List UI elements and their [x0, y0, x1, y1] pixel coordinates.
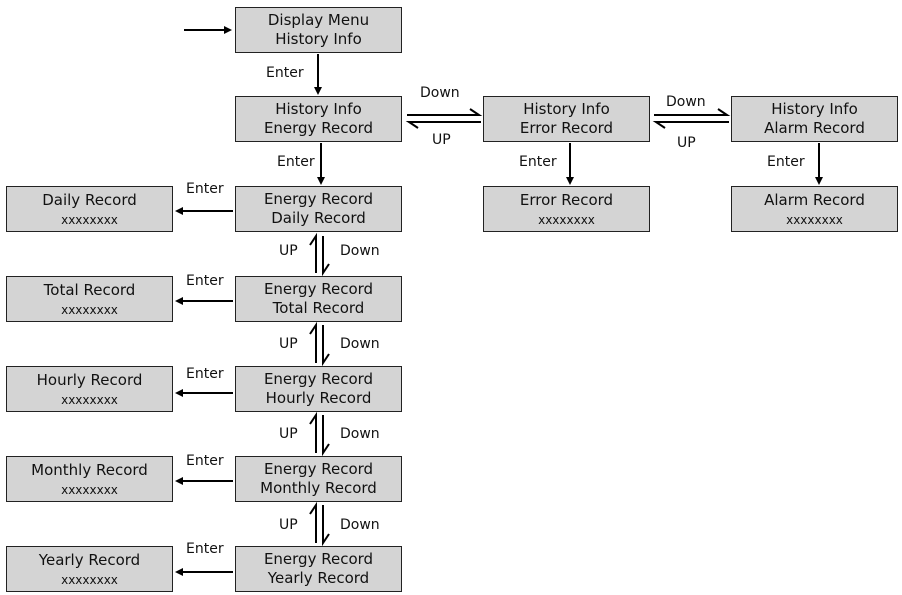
enter-label: Enter — [186, 541, 224, 557]
double-arrow-total-hourly — [309, 321, 330, 367]
double-arrow-hourly-monthly — [309, 411, 330, 457]
double-arrow-monthly-yearly — [309, 501, 330, 547]
down-label: Down — [340, 517, 380, 533]
node-display-menu: Display Menu History Info — [235, 7, 402, 53]
node-line2: Yearly Record — [267, 569, 370, 587]
node-line1: Hourly Record — [36, 370, 143, 389]
enter-label: Enter — [186, 453, 224, 469]
node-line2: Error Record — [519, 119, 614, 137]
node-energy-total: Energy Record Total Record — [235, 276, 402, 322]
node-line1: Energy Record — [263, 280, 374, 298]
node-line1: Energy Record — [263, 550, 374, 568]
up-label: UP — [279, 426, 298, 442]
enter-label: Enter — [186, 273, 224, 289]
node-line1: Monthly Record — [31, 460, 148, 479]
up-label: UP — [279, 517, 298, 533]
double-arrow-daily-total — [309, 232, 330, 277]
node-line2: xxxxxxxx — [538, 212, 595, 227]
node-line2: Total Record — [272, 299, 365, 317]
enter-label: Enter — [767, 154, 805, 170]
up-label: UP — [279, 336, 298, 352]
enter-label: Enter — [186, 181, 224, 197]
node-line2: xxxxxxxx — [61, 572, 118, 587]
node-line1: History Info — [275, 100, 362, 118]
node-error-record: Error Record xxxxxxxx — [483, 186, 650, 232]
node-line1: Total Record — [43, 280, 136, 299]
down-label: Down — [340, 426, 380, 442]
node-line1: History Info — [523, 100, 610, 118]
enter-label: Enter — [186, 366, 224, 382]
enter-label: Enter — [266, 65, 304, 81]
node-line2: Energy Record — [263, 119, 374, 137]
double-arrow-error-alarm — [652, 108, 731, 129]
node-alarm-record: Alarm Record xxxxxxxx — [731, 186, 898, 232]
down-label: Down — [340, 243, 380, 259]
down-label: Down — [666, 94, 706, 110]
enter-label: Enter — [519, 154, 557, 170]
node-line2: Alarm Record — [764, 119, 865, 137]
up-label: UP — [279, 243, 298, 259]
node-line2: History Info — [275, 30, 362, 48]
node-energy-yearly: Energy Record Yearly Record — [235, 546, 402, 592]
node-history-error: History Info Error Record — [483, 96, 650, 142]
up-label: UP — [677, 135, 696, 151]
node-line1: Daily Record — [42, 190, 137, 209]
node-line1: Alarm Record — [764, 190, 865, 209]
node-history-energy: History Info Energy Record — [235, 96, 402, 142]
node-energy-hourly: Energy Record Hourly Record — [235, 366, 402, 412]
node-total-record: Total Record xxxxxxxx — [6, 276, 173, 322]
node-energy-monthly: Energy Record Monthly Record — [235, 456, 402, 502]
node-line2: Monthly Record — [260, 479, 377, 497]
up-label: UP — [432, 132, 451, 148]
node-yearly-record: Yearly Record xxxxxxxx — [6, 546, 173, 592]
node-energy-daily: Energy Record Daily Record — [235, 186, 402, 232]
node-line2: Hourly Record — [265, 389, 372, 407]
node-line1: Energy Record — [263, 190, 374, 208]
node-line2: xxxxxxxx — [61, 302, 118, 317]
down-label: Down — [420, 85, 460, 101]
node-line2: xxxxxxxx — [61, 482, 118, 497]
node-line2: Daily Record — [271, 209, 366, 227]
node-daily-record: Daily Record xxxxxxxx — [6, 186, 173, 232]
node-line2: xxxxxxxx — [61, 212, 118, 227]
node-line1: Energy Record — [263, 370, 374, 388]
node-monthly-record: Monthly Record xxxxxxxx — [6, 456, 173, 502]
node-line2: xxxxxxxx — [61, 392, 118, 407]
node-hourly-record: Hourly Record xxxxxxxx — [6, 366, 173, 412]
node-line2: xxxxxxxx — [786, 212, 843, 227]
node-line1: Error Record — [519, 190, 614, 209]
enter-label: Enter — [277, 154, 315, 170]
node-line1: Yearly Record — [38, 550, 141, 569]
node-line1: History Info — [771, 100, 858, 118]
double-arrow-energy-error — [405, 108, 483, 129]
node-line1: Display Menu — [267, 11, 370, 29]
down-label: Down — [340, 336, 380, 352]
node-line1: Energy Record — [263, 460, 374, 478]
node-history-alarm: History Info Alarm Record — [731, 96, 898, 142]
